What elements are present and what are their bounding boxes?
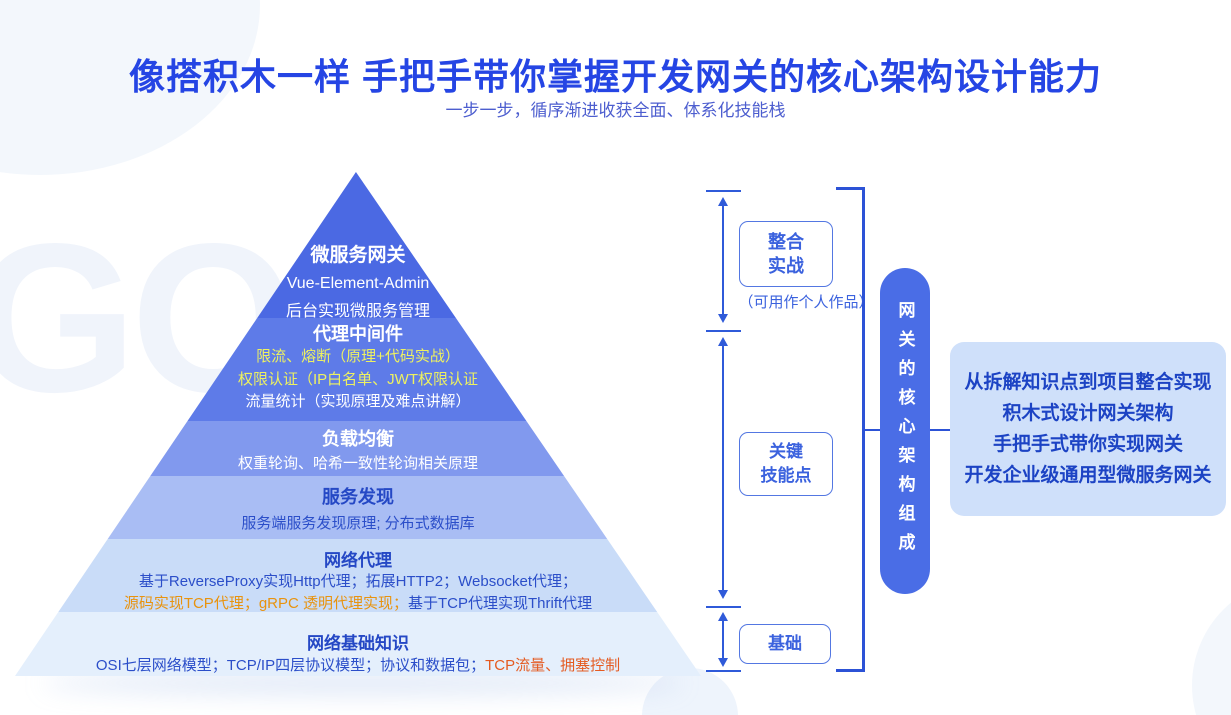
pyramid-layer-service-discovery (15, 476, 701, 539)
label-box-keyskills-line1: 关键 (769, 442, 803, 461)
label-box-basics-line1: 基础 (768, 634, 802, 653)
label-box-basics: 基础 (739, 624, 831, 664)
double-arrow-integration (717, 197, 729, 323)
summary-line-3: 手把手式带你实现网关 (992, 434, 1183, 455)
core-architecture-pill-text: 网关的核心架构组成 (895, 300, 915, 562)
label-box-integration: 整合 实战 (739, 221, 833, 287)
decor-circle-bottom-right (1192, 578, 1231, 715)
summary-line-4: 开发企业级通用型微服务网关 (964, 465, 1212, 486)
pyramid-shadow (42, 672, 682, 694)
page-subtitle: 一步一步，循序渐进收获全面、体系化技能栈 (445, 101, 786, 120)
arrow-head-up-icon (718, 612, 728, 621)
summary-line-1: 从拆解知识点到项目整合实现 (964, 372, 1212, 393)
double-arrow-basics (717, 612, 729, 667)
bracket-top-line (836, 187, 865, 190)
tick-line-bottom (706, 670, 741, 672)
page-title: 像搭积木一样 手把手带你掌握开发网关的核心架构设计能力 (128, 56, 1102, 97)
arrow-shaft (722, 203, 724, 317)
arrow-shaft (722, 618, 724, 661)
pyramid-layer-network-basics (15, 612, 701, 676)
label-box-keyskills-line2: 技能点 (760, 466, 812, 485)
arrow-head-up-icon (718, 197, 728, 206)
arrow-head-down-icon (718, 590, 728, 599)
core-architecture-pill: 网关的核心架构组成 (880, 268, 930, 594)
portfolio-caption: （可用作个人作品） (738, 294, 874, 311)
arrow-head-down-icon (718, 658, 728, 667)
tick-line-top (706, 190, 741, 192)
tick-line-mid-lower (706, 606, 741, 608)
pyramid-layer-network-proxy (15, 539, 701, 612)
label-box-integration-line2: 实战 (768, 256, 804, 276)
tick-line-mid-upper (706, 330, 741, 332)
summary-box: 从拆解知识点到项目整合实现 积木式设计网关架构 手把手式带你实现网关 开发企业级… (950, 342, 1226, 516)
arrow-head-down-icon (718, 314, 728, 323)
arrow-head-up-icon (718, 337, 728, 346)
arrow-shaft (722, 343, 724, 593)
double-arrow-keyskills (717, 337, 729, 599)
label-box-integration-line1: 整合 (768, 232, 804, 252)
label-box-keyskills: 关键 技能点 (739, 432, 833, 496)
bracket-bottom-line (836, 669, 865, 672)
summary-line-2: 积木式设计网关架构 (1002, 403, 1174, 424)
